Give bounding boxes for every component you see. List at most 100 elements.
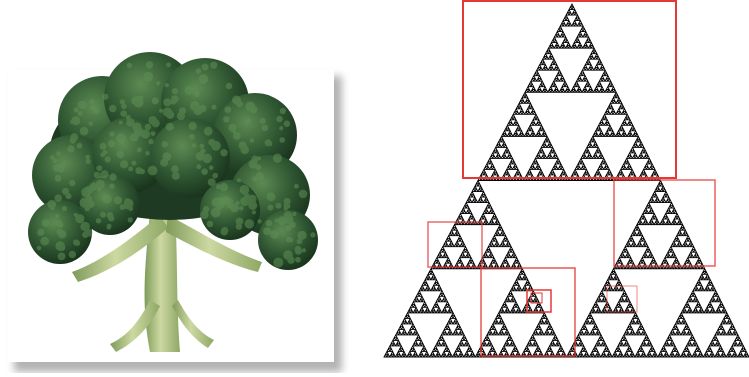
- floret-bud: [77, 143, 83, 149]
- floret-bud: [223, 116, 229, 122]
- floret-bud: [210, 62, 217, 69]
- floret-bud: [236, 224, 242, 230]
- floret-bud: [245, 219, 255, 229]
- floret-bud: [96, 218, 101, 223]
- floret-bud: [37, 246, 42, 251]
- floret-bud: [252, 210, 256, 214]
- floret-bud: [114, 196, 122, 204]
- floret-bud: [255, 166, 259, 170]
- floret-bud: [159, 109, 163, 113]
- floret-bud: [292, 212, 297, 217]
- broccoli-photo: [8, 52, 342, 372]
- floret-bud: [286, 225, 292, 231]
- floret-bud: [62, 206, 67, 211]
- floret-bud: [107, 212, 114, 219]
- floret-bud: [102, 94, 108, 100]
- floret-bud: [244, 193, 249, 198]
- floret-bud: [85, 155, 90, 160]
- floret-bud: [241, 146, 249, 154]
- floret-bud: [108, 140, 115, 147]
- floret-bud: [227, 199, 233, 205]
- floret-bud: [80, 127, 89, 136]
- floret-bud: [151, 131, 156, 136]
- floret-bud: [136, 96, 142, 102]
- floret-bud: [279, 137, 285, 143]
- floret-bud: [248, 195, 257, 204]
- floret-bud: [172, 88, 178, 94]
- floret-bud: [190, 101, 200, 111]
- floret-bud: [148, 166, 158, 176]
- floret-bud: [230, 203, 239, 212]
- floret-bud: [100, 152, 105, 157]
- floret-bud: [295, 257, 301, 263]
- floret-bud: [199, 144, 204, 149]
- floret-bud: [126, 118, 134, 126]
- floret-bud: [91, 105, 96, 110]
- floret-bud: [286, 237, 292, 243]
- floret-bud: [130, 133, 138, 141]
- floret-bud: [189, 122, 197, 130]
- floret-bud: [250, 138, 254, 142]
- floret-bud: [194, 91, 200, 97]
- floret-bud: [120, 110, 127, 117]
- floret-bud: [69, 180, 75, 186]
- floret-bud: [201, 168, 208, 175]
- floret-bud: [71, 116, 80, 125]
- floret-bud: [204, 127, 213, 136]
- floret-bud: [145, 151, 149, 155]
- floret-bud: [165, 83, 169, 87]
- floret-bud: [146, 61, 153, 68]
- floret-bud: [214, 209, 218, 213]
- floret-bud: [239, 206, 244, 211]
- floret-bud: [116, 133, 126, 143]
- floret-bud: [163, 152, 172, 161]
- floret-bud: [57, 221, 63, 227]
- floret-bud: [67, 145, 74, 152]
- floret-bud: [55, 214, 59, 218]
- floret-bud: [55, 175, 62, 182]
- floret-bud: [97, 186, 102, 191]
- floret-bud: [128, 167, 133, 172]
- floret-bud: [69, 251, 76, 258]
- floret-bud: [283, 250, 293, 260]
- floret-bud: [177, 112, 185, 120]
- floret-bud: [163, 98, 171, 106]
- floret-bud: [211, 105, 216, 110]
- floret-bud: [200, 211, 208, 219]
- floret-bud: [202, 64, 209, 71]
- floret-bud: [90, 99, 95, 104]
- floret-bud: [105, 156, 111, 162]
- floret-bud: [199, 105, 207, 113]
- floret-bud: [53, 164, 61, 172]
- floret-bud: [283, 206, 288, 211]
- floret-bud: [220, 183, 228, 191]
- floret-bud: [89, 183, 97, 191]
- floret-bud: [199, 74, 209, 84]
- floret-bud: [109, 173, 116, 180]
- floret-bud: [284, 211, 292, 219]
- floret-bud: [273, 154, 282, 163]
- floret-bud: [109, 131, 114, 136]
- floret-bud: [121, 104, 127, 110]
- floret-bud: [128, 206, 133, 211]
- floret-bud: [109, 183, 114, 188]
- floret-bud: [192, 143, 197, 148]
- floret-bud: [40, 237, 49, 246]
- floret-bud: [257, 156, 261, 160]
- floret-bud: [137, 147, 142, 152]
- floret-bud: [85, 229, 93, 237]
- floret-bud: [74, 107, 79, 112]
- floret-bud: [226, 83, 233, 90]
- floret-bud: [109, 105, 117, 113]
- floret-bud: [224, 106, 231, 113]
- floret-bud: [284, 121, 290, 127]
- floret-bud: [273, 258, 283, 268]
- floret-bud: [256, 172, 264, 180]
- floret-bud: [196, 164, 201, 169]
- floret-bud: [55, 194, 62, 201]
- floret-bud: [211, 141, 221, 151]
- floret-bud: [141, 129, 150, 138]
- floret-bud: [50, 206, 55, 211]
- floret-bud: [235, 98, 240, 103]
